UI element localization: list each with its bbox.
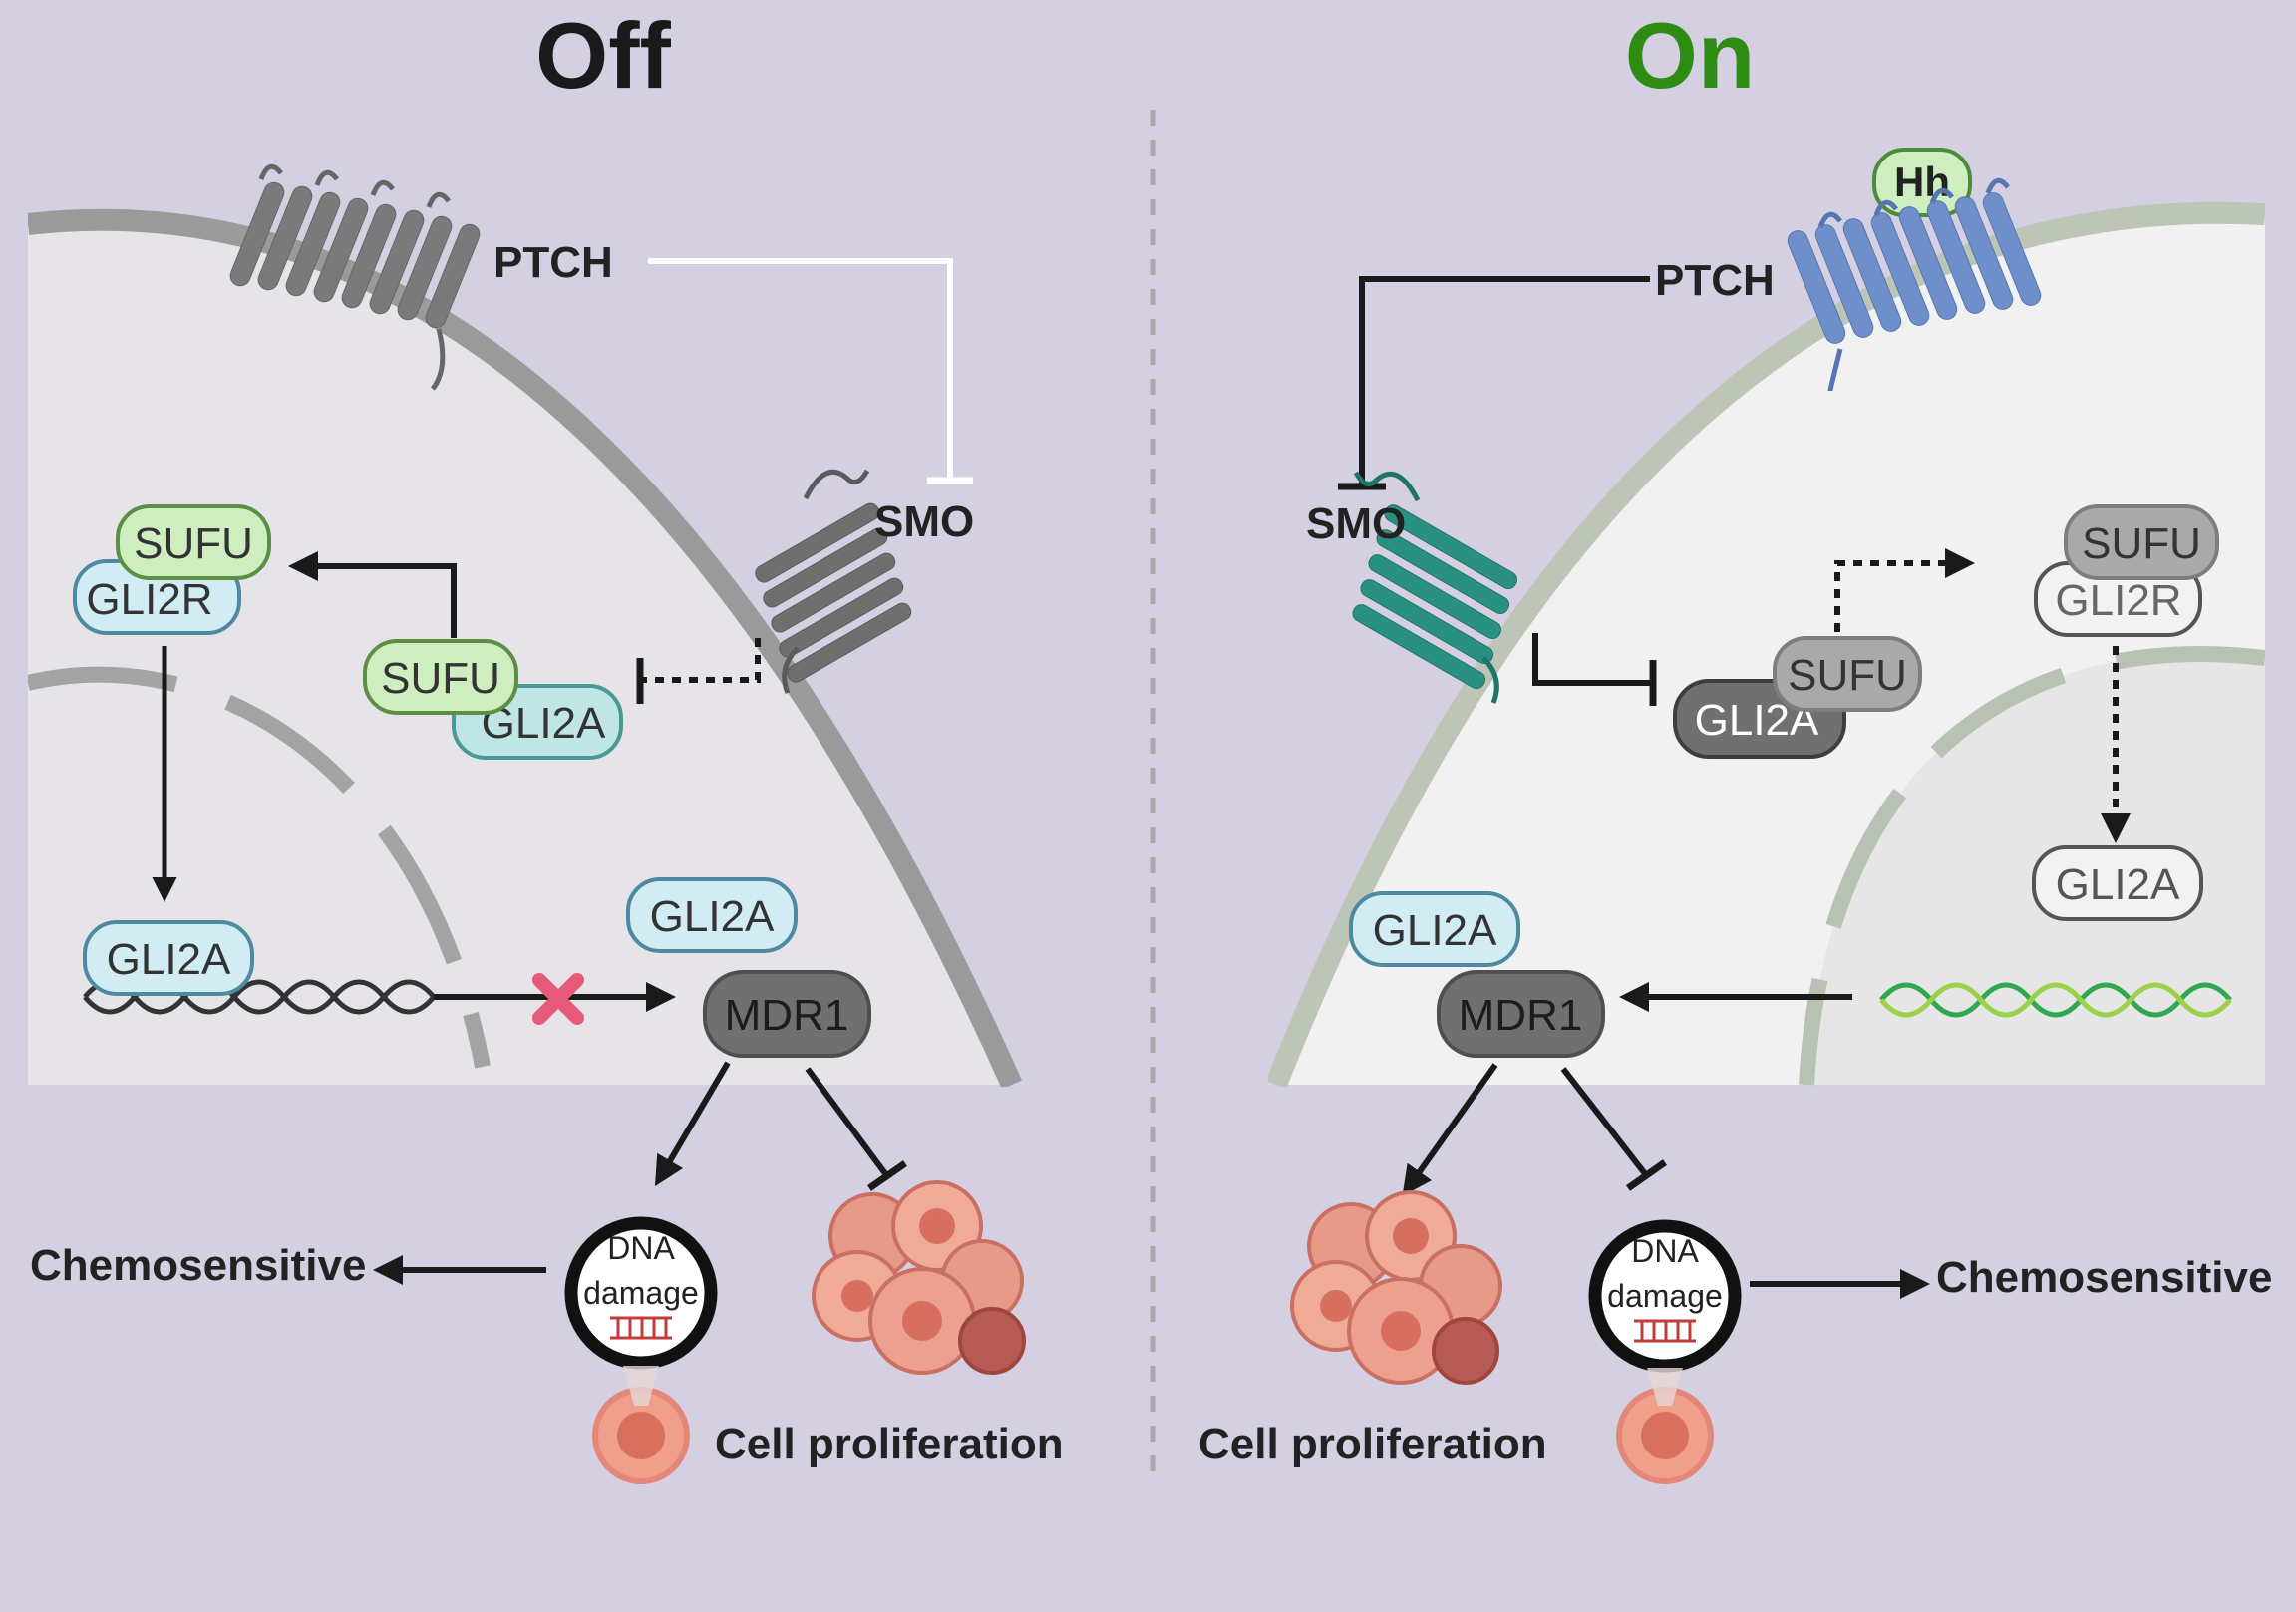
on-sufu-mid-label: SUFU [1788, 651, 1907, 700]
off-chemosensitive-label: Chemosensitive [30, 1241, 366, 1290]
off-sufu-top-label: SUFU [134, 519, 253, 568]
on-gli2a-sufu-complex: GLI2A SUFU [1673, 636, 1922, 759]
on-dna-damage-line1: DNA [1631, 1233, 1699, 1269]
on-smo-receptor-icon [1352, 471, 1518, 704]
on-gli2a-free-label: GLI2A [1373, 906, 1497, 955]
off-mdr1-pill [703, 970, 871, 1058]
on-nuclear-envelope [1799, 646, 2265, 1086]
on-gli2a-nuc-label: GLI2A [2056, 860, 2180, 909]
on-sufu-top-label: SUFU [2082, 519, 2201, 568]
title-on: On [1625, 3, 1756, 108]
off-gli2r-label: GLI2R [86, 575, 212, 624]
off-ptch-label: PTCH [493, 238, 613, 287]
on-sufu-mid-pill [1773, 636, 1922, 712]
on-mdr1-pill [1437, 970, 1605, 1058]
on-inhibit-bar-dna-damage [1625, 1159, 1668, 1191]
off-gli2a-free-pill [626, 877, 798, 953]
on-ptch-receptor-icon [1787, 177, 2042, 392]
off-dna-damage-icon: DNA damage [564, 1216, 718, 1370]
off-sufu-top-pill [116, 504, 271, 580]
on-smo-inhibition-line [1532, 633, 1650, 686]
off-cell [28, 208, 1023, 1087]
on-gli2r-label: GLI2R [2055, 576, 2181, 625]
on-inhibit-line-mdr1-dna-damage [1560, 1067, 1650, 1178]
off-small-cell-icon [592, 1366, 690, 1484]
off-mdr1-label: MDR1 [725, 991, 849, 1040]
off-smo-label: SMO [874, 497, 974, 546]
on-dotted-arrow-to-gli2r [1834, 548, 1975, 632]
on-sufu-top-pill [2064, 504, 2219, 580]
off-gli2a-dna-label: GLI2A [107, 935, 231, 984]
on-gli2a-free-pill-group: GLI2A [1349, 891, 1520, 967]
off-mdr1-pill-group: MDR1 [703, 970, 871, 1058]
on-smo-label: SMO [1306, 499, 1406, 548]
on-hh-label: Hh [1894, 159, 1950, 205]
off-inhibit-bar-proliferation [867, 1160, 907, 1191]
off-cytoplasm [28, 219, 1012, 1085]
on-chemosensitive-label: Chemosensitive [1936, 1253, 2272, 1302]
off-sufu-gli2a-complex: GLI2A SUFU [363, 639, 623, 760]
on-dna-damage-line2: damage [1607, 1278, 1723, 1314]
off-arrow-mdr1-to-dna-damage [654, 1061, 731, 1187]
off-cell-proliferation-label: Cell proliferation [715, 1420, 1064, 1468]
on-sufu-gli2r-complex: GLI2R SUFU [2034, 504, 2219, 637]
on-ptch-label: PTCH [1655, 256, 1775, 305]
on-cell-proliferation-label: Cell proliferation [1198, 1420, 1547, 1468]
off-gli2a-dna-pill [83, 920, 254, 996]
on-hh-pill [1872, 148, 1972, 217]
off-tumor-cluster-icon [812, 1180, 1026, 1375]
off-arrow-to-gli2r [288, 551, 457, 638]
on-gli2a-nuc-pill-group: GLI2A [2032, 845, 2203, 921]
off-gli2a-dna-pill-group: GLI2A [83, 920, 254, 996]
title-off: Off [535, 3, 671, 108]
off-dna-damage-line2: damage [583, 1275, 699, 1311]
on-cell-membrane [1268, 201, 2265, 1087]
off-dna-damage-line1: DNA [607, 1230, 675, 1266]
off-inhibit-line-mdr1-proliferation [805, 1067, 890, 1178]
off-nuclear-envelope [28, 666, 491, 1069]
on-gli2a-nuc-pill [2032, 845, 2203, 921]
off-ptch-inhibits-smo-line [648, 258, 953, 481]
off-sufu-mid-pill [363, 639, 518, 715]
on-dna-damage-icon: DNA damage [1588, 1219, 1742, 1373]
on-hh-ligand-group: Hh [1872, 148, 1972, 217]
off-gli2a-free-label: GLI2A [650, 892, 775, 941]
off-cell-membrane [28, 208, 1023, 1087]
on-arrow-mdr1-to-proliferation [1402, 1063, 1498, 1196]
off-gli2a-free-pill-group: GLI2A [626, 877, 798, 953]
off-sufu-mid-label: SUFU [381, 654, 500, 703]
on-gli2a-free-pill [1349, 891, 1520, 967]
on-mdr1-pill-group: MDR1 [1437, 970, 1605, 1058]
on-mdr1-label: MDR1 [1459, 991, 1583, 1040]
on-dna-helix-icon [1879, 982, 2232, 1018]
off-ptch-receptor-icon [229, 163, 481, 391]
off-sufu-gli2r-complex: GLI2R SUFU [73, 504, 271, 635]
off-smo-dotted-inhibition-line [643, 638, 761, 683]
on-ptch-inhibits-smo-line [1359, 276, 1650, 484]
off-smo-receptor-icon [755, 469, 912, 694]
on-small-cell-icon [1616, 1368, 1714, 1484]
on-tumor-cluster-icon [1290, 1190, 1502, 1385]
off-block-x-icon [532, 973, 584, 1025]
